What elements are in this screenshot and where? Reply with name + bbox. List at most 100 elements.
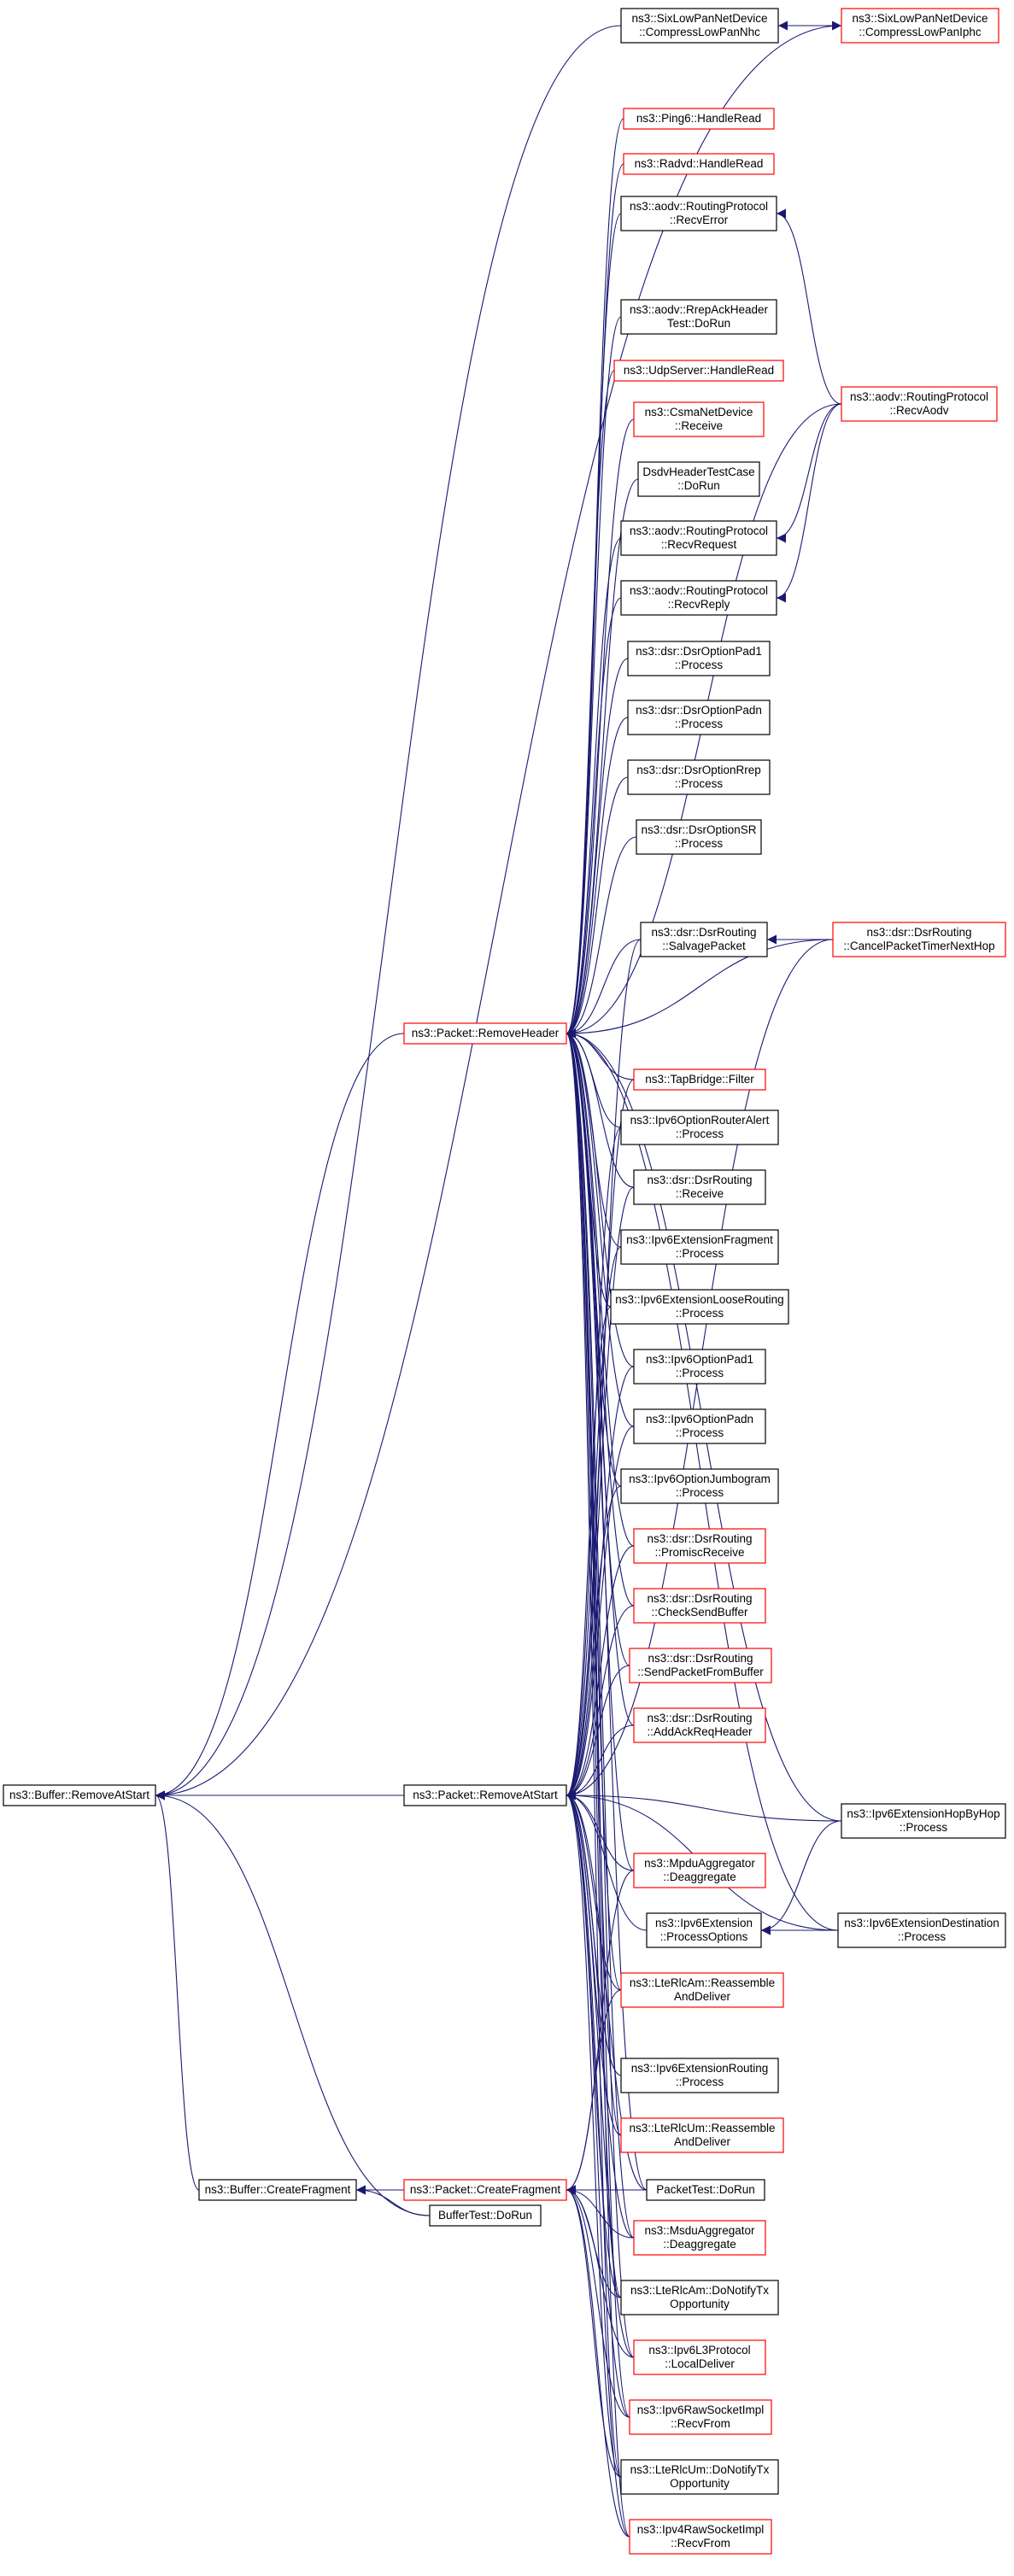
node-dsr-pad1[interactable]: ns3::dsr::DsrOptionPad1::Process xyxy=(627,641,771,676)
node-label-line: ::Deaggregate xyxy=(663,2238,736,2251)
node-udpserver-handleread[interactable]: ns3::UdpServer::HandleRead xyxy=(613,360,784,382)
node-label-line: ::RecvRequest xyxy=(661,538,737,551)
node-box xyxy=(620,580,777,616)
node-ipv6-looserouting[interactable]: ns3::Ipv6ExtensionLooseRouting::Process xyxy=(610,1289,789,1325)
node-box xyxy=(429,2204,542,2227)
node-box xyxy=(629,2519,772,2555)
node-label-line: ns3::CsmaNetDevice xyxy=(645,406,753,419)
node-msdu-deaggregate[interactable]: ns3::MsduAggregator::Deaggregate xyxy=(633,2220,766,2256)
node-box xyxy=(636,819,762,855)
call-edge-lterlcum_notify-to-packet_createfragment xyxy=(566,2185,622,2478)
node-ipv6-routeralert[interactable]: ns3::Ipv6OptionRouterAlert::Process xyxy=(620,1109,779,1145)
node-box xyxy=(620,196,777,231)
node-sixlowpan-iphc[interactable]: ns3::SixLowPanNetDevice::CompressLowPanI… xyxy=(841,8,999,44)
node-box xyxy=(629,2399,772,2435)
node-label-line: ::DoRun xyxy=(677,479,720,492)
node-label-line: ::CompressLowPanNhc xyxy=(639,26,760,38)
node-dsr-checksend[interactable]: ns3::dsr::DsrRouting::CheckSendBuffer xyxy=(633,1588,766,1624)
node-box xyxy=(620,1229,779,1265)
node-label-line: ::PromiscReceive xyxy=(654,1546,744,1559)
node-packet-createfragment[interactable]: ns3::Packet::CreateFragment xyxy=(403,2179,567,2201)
node-ipv6-routing[interactable]: ns3::Ipv6ExtensionRouting::Process xyxy=(620,2058,779,2093)
call-edge-ipv6l3_localdeliver-to-packet_createfragment xyxy=(566,2185,635,2358)
node-label-line: BufferTest::DoRun xyxy=(438,2209,532,2222)
node-label-line: ns3::dsr::DsrRouting xyxy=(647,1592,752,1605)
node-ipv4raw-recvfrom[interactable]: ns3::Ipv4RawSocketImpl::RecvFrom xyxy=(629,2519,772,2555)
node-box xyxy=(198,2179,357,2201)
call-edge-ipv6_fragment-to-packet_removeatstart xyxy=(566,1246,622,1800)
node-csma-receive[interactable]: ns3::CsmaNetDevice::Receive xyxy=(633,401,765,437)
node-label-line: ns3::SixLowPanNetDevice xyxy=(852,12,988,25)
node-aodv-recvreply[interactable]: ns3::aodv::RoutingProtocol::RecvReply xyxy=(620,580,777,616)
node-label-line: ns3::aodv::RoutingProtocol xyxy=(630,584,768,597)
node-root[interactable]: ns3::Buffer::RemoveAtStart xyxy=(3,1784,156,1806)
node-aodv-recverror[interactable]: ns3::aodv::RoutingProtocol::RecvError xyxy=(620,196,777,231)
node-dsr-addack[interactable]: ns3::dsr::DsrRouting::AddAckReqHeader xyxy=(633,1707,766,1743)
node-ping6-handleread[interactable]: ns3::Ping6::HandleRead xyxy=(623,108,775,130)
node-label-line: ns3::Ipv6OptionPadn xyxy=(646,1413,753,1426)
node-sixlowpan-nhc[interactable]: ns3::SixLowPanNetDevice::CompressLowPanN… xyxy=(620,8,779,44)
node-box xyxy=(646,2179,765,2201)
node-ipv6-processoptions[interactable]: ns3::Ipv6Extension::ProcessOptions xyxy=(646,1912,762,1948)
node-ipv6-jumbogram[interactable]: ns3::Ipv6OptionJumbogram::Process xyxy=(620,1468,779,1504)
node-buffer-createfragment[interactable]: ns3::Buffer::CreateFragment xyxy=(198,2179,357,2201)
node-packet-removeatstart[interactable]: ns3::Packet::RemoveAtStart xyxy=(403,1784,567,1806)
node-ipv6l3-localdeliver[interactable]: ns3::Ipv6L3Protocol::LocalDeliver xyxy=(633,2339,766,2375)
node-label-line: ::Process xyxy=(675,717,724,730)
node-dsr-sendfrombuffer[interactable]: ns3::dsr::DsrRouting::SendPacketFromBuff… xyxy=(629,1648,772,1683)
node-label-line: ns3::dsr::DsrOptionSR xyxy=(641,823,756,836)
node-dsr-rrep[interactable]: ns3::dsr::DsrOptionRrep::Process xyxy=(627,759,771,795)
node-dsr-cancel[interactable]: ns3::dsr::DsrRouting::CancelPacketTimerN… xyxy=(832,922,1006,957)
node-label-line: ns3::aodv::RoutingProtocol xyxy=(630,200,768,213)
node-label-line: ns3::Ipv6OptionJumbogram xyxy=(629,1472,771,1485)
node-label-line: ns3::aodv::RoutingProtocol xyxy=(630,524,768,537)
node-label-line: ::Process xyxy=(900,1821,948,1834)
node-label-line: Test::DoRun xyxy=(667,317,730,330)
node-radvd-handleread[interactable]: ns3::Radvd::HandleRead xyxy=(623,153,775,175)
node-ipv6-fragment[interactable]: ns3::Ipv6ExtensionFragment::Process xyxy=(620,1229,779,1265)
node-ipv6-pad1[interactable]: ns3::Ipv6OptionPad1::Process xyxy=(633,1349,766,1385)
node-box xyxy=(403,1784,567,1806)
node-packettest-dorun[interactable]: PacketTest::DoRun xyxy=(646,2179,765,2201)
node-dsr-promisc[interactable]: ns3::dsr::DsrRouting::PromiscReceive xyxy=(633,1528,766,1564)
call-edge-msdu_deaggregate-to-packet_removeheader xyxy=(566,1028,635,2239)
node-dsr-receive[interactable]: ns3::dsr::DsrRouting::Receive xyxy=(633,1169,766,1205)
node-label-line: Opportunity xyxy=(670,2477,730,2490)
node-dsr-sr[interactable]: ns3::dsr::DsrOptionSR::Process xyxy=(636,819,762,855)
call-edge-dsr_promisc-to-packet_removeatstart xyxy=(566,1545,635,1800)
node-box xyxy=(633,1528,766,1564)
call-edge-ipv6l3_localdeliver-to-packet_removeatstart xyxy=(566,1790,635,2358)
node-ipv6-destination[interactable]: ns3::Ipv6ExtensionDestination::Process xyxy=(837,1912,1006,1948)
node-box xyxy=(841,1803,1006,1839)
node-packet-removeheader[interactable]: ns3::Packet::RemoveHeader xyxy=(403,1022,567,1045)
node-ipv6raw-recvfrom[interactable]: ns3::Ipv6RawSocketImpl::RecvFrom xyxy=(629,2399,772,2435)
node-ipv6-hopbyhop[interactable]: ns3::Ipv6ExtensionHopByHop::Process xyxy=(841,1803,1006,1839)
node-label-line: ns3::dsr::DsrOptionRrep xyxy=(636,764,761,776)
node-tapbridge-filter[interactable]: ns3::TapBridge::Filter xyxy=(633,1068,766,1091)
edges-layer xyxy=(155,20,842,2538)
node-aodv-recvaodv[interactable]: ns3::aodv::RoutingProtocol::RecvAodv xyxy=(841,386,998,422)
node-box xyxy=(623,108,775,130)
node-box xyxy=(627,759,771,795)
call-edge-ipv6_jumbogram-to-packet_removeatstart xyxy=(566,1485,622,1800)
node-ipv6-padn[interactable]: ns3::Ipv6OptionPadn::Process xyxy=(633,1408,766,1444)
node-label-line: ns3::dsr::DsrRouting xyxy=(647,1532,752,1545)
node-label-line: ::ProcessOptions xyxy=(660,1930,748,1943)
node-box xyxy=(610,1289,789,1325)
call-edge-ipv6raw_recvfrom-to-packet_removeheader xyxy=(566,1028,630,2418)
node-dsr-salvage[interactable]: ns3::dsr::DsrRouting::SalvagePacket xyxy=(640,922,768,957)
node-label-line: ns3::Ipv4RawSocketImpl xyxy=(637,2523,765,2536)
node-buffertest-dorun[interactable]: BufferTest::DoRun xyxy=(429,2204,542,2227)
node-label-line: ::RecvReply xyxy=(668,598,730,611)
node-label-line: ::Receive xyxy=(676,1187,724,1200)
node-label-line: ns3::Ping6::HandleRead xyxy=(636,112,761,125)
node-dsr-padn[interactable]: ns3::dsr::DsrOptionPadn::Process xyxy=(627,700,771,735)
node-aodv-recvrequest[interactable]: ns3::aodv::RoutingProtocol::RecvRequest xyxy=(620,520,777,556)
node-mpdu-deaggregate[interactable]: ns3::MpduAggregator::Deaggregate xyxy=(633,1853,766,1888)
node-dsdv-dorun[interactable]: DsdvHeaderTestCase::DoRun xyxy=(637,461,760,497)
